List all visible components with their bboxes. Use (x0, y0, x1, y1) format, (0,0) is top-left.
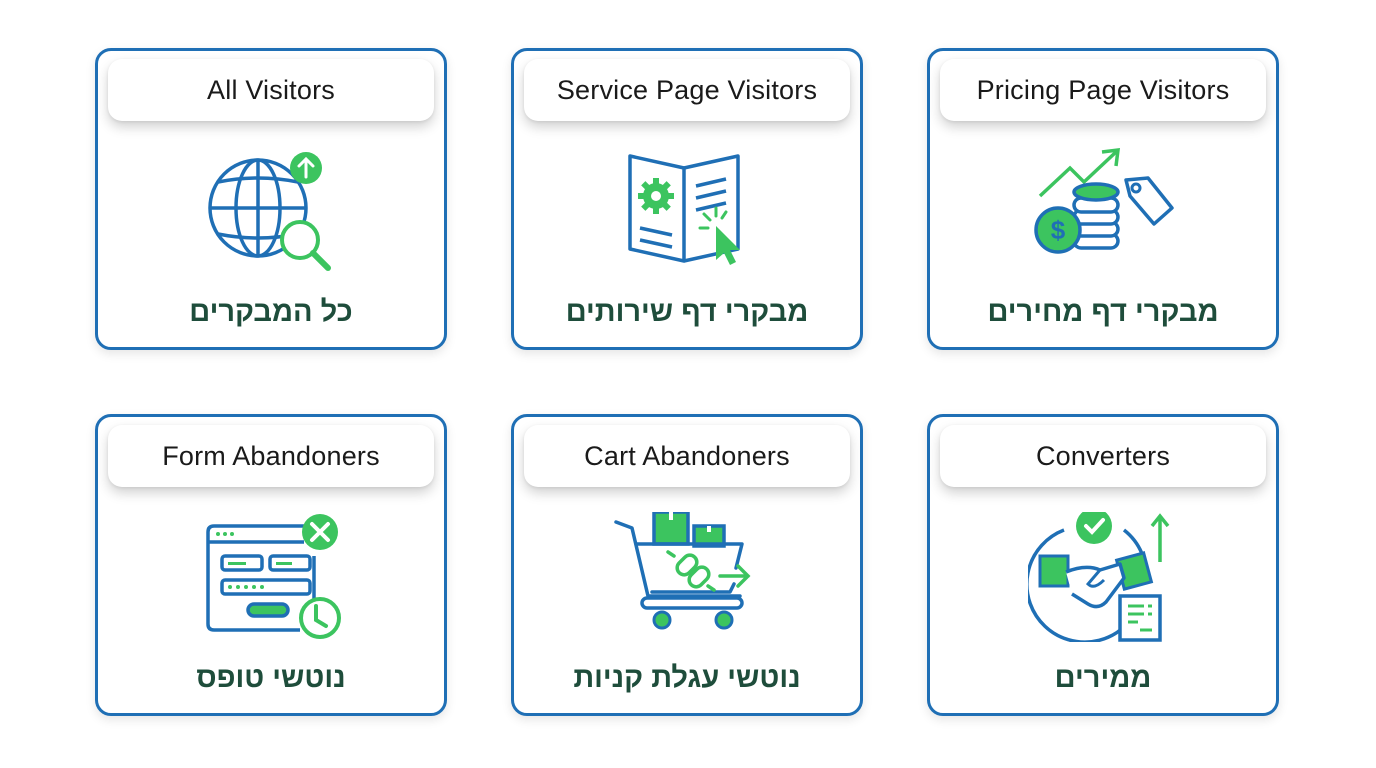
card-form-abandoners[interactable]: Form Abandoners נוטשי טופס (95, 414, 447, 716)
card-pricing-page-visitors[interactable]: Pricing Page Visitors $ מבקרי דף מחירים (927, 48, 1279, 350)
card-hebrew-label: נוטשי טופס (196, 662, 346, 694)
card-title: Cart Abandoners (524, 425, 850, 487)
globe-search-icon (196, 146, 346, 276)
card-cart-abandoners[interactable]: Cart Abandoners (511, 414, 863, 716)
card-service-page-visitors[interactable]: Service Page Visitors (511, 48, 863, 350)
card-title: Form Abandoners (108, 425, 434, 487)
card-hebrew-label: ממירים (1054, 662, 1152, 694)
card-hebrew-label: נוטשי עגלת קניות (573, 662, 801, 694)
handshake-receipt-icon (1025, 508, 1178, 644)
coins-price-tag-icon: $ (1028, 146, 1178, 276)
card-title: All Visitors (108, 59, 434, 121)
form-abandon-icon (196, 512, 346, 642)
card-title: Pricing Page Visitors (940, 59, 1266, 121)
card-title: Service Page Visitors (524, 59, 850, 121)
card-hebrew-label: מבקרי דף מחירים (987, 296, 1219, 328)
svg-text:$: $ (1051, 215, 1066, 245)
card-title: Converters (940, 425, 1266, 487)
card-all-visitors[interactable]: All Visitors כל המבקרים (95, 48, 447, 350)
card-converters[interactable]: Converters ממירים (927, 414, 1279, 716)
card-hebrew-label: כל המבקרים (189, 296, 353, 328)
brochure-click-icon (612, 146, 762, 276)
card-hebrew-label: מבקרי דף שירותים (565, 296, 809, 328)
cart-abandon-icon (612, 510, 762, 642)
